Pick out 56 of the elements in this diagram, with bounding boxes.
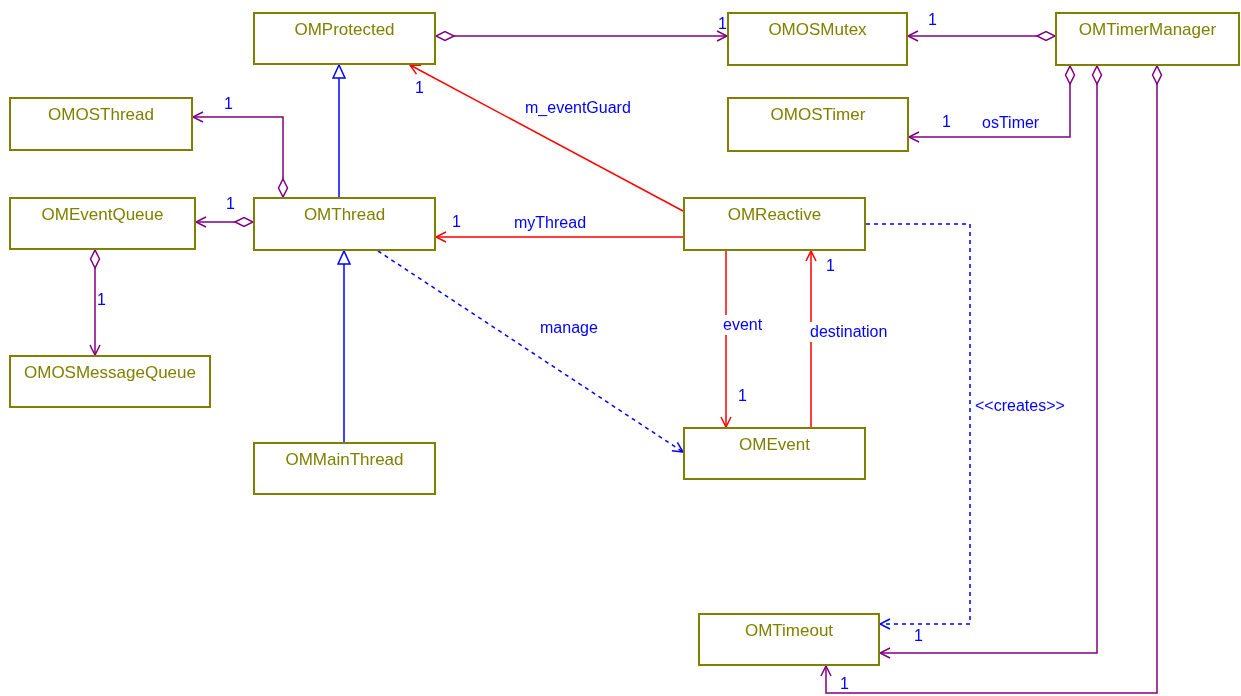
class-box [253, 12, 436, 65]
class-name: OMTimeout [744, 621, 834, 641]
class-box [9, 197, 196, 250]
multiplicity-label: 1 [942, 112, 951, 132]
edge-label: m_eventGuard [524, 98, 632, 118]
multiplicity-label: 1 [97, 290, 106, 310]
dependency-arrow [377, 250, 684, 453]
multiplicity-label: 1 [826, 256, 835, 276]
class-name: OMOSTimer [770, 105, 866, 125]
class-name: OMOSMessageQueue [24, 363, 196, 383]
edge-label: destination [809, 322, 889, 342]
class-name: OMThread [303, 205, 386, 225]
aggregation-arrow [820, 65, 1163, 694]
aggregation-arrow [192, 111, 289, 198]
edge-label: myThread [513, 213, 588, 233]
class-box [698, 613, 880, 666]
multiplicity-label: 1 [840, 674, 849, 694]
class-box [253, 197, 436, 251]
class-box [727, 97, 909, 152]
class-name: OMEventQueue [41, 205, 164, 225]
class-box [683, 197, 866, 251]
aggregation-arrow [435, 30, 728, 42]
class-name: OMProtected [294, 20, 395, 40]
multiplicity-label: 1 [226, 194, 235, 214]
multiplicity-label: 1 [718, 14, 727, 34]
class-box [9, 97, 193, 151]
generalization-arrow [332, 64, 346, 198]
class-box [683, 427, 866, 480]
class-name: OMTimerManager [1078, 20, 1217, 40]
aggregation-arrow [908, 65, 1076, 143]
aggregation-arrow [195, 216, 254, 228]
aggregation-arrow [879, 65, 1103, 659]
generalization-arrow [337, 250, 351, 443]
multiplicity-label: 1 [928, 10, 937, 30]
class-name: OMMainThread [285, 450, 404, 470]
multiplicity-label: 1 [738, 386, 747, 406]
class-name: OMOSThread [48, 105, 154, 125]
class-box [253, 442, 436, 495]
edge-label: event [722, 315, 764, 335]
multiplicity-label: 1 [914, 626, 923, 646]
multiplicity-label: 1 [224, 94, 233, 114]
class-box [727, 12, 908, 66]
aggregation-arrow [89, 249, 101, 356]
association-arrow [805, 250, 817, 428]
aggregation-arrow [907, 30, 1056, 42]
association-arrow [435, 231, 684, 243]
dependency-arrow [865, 223, 971, 630]
class-box [9, 355, 211, 408]
class-box [1055, 12, 1240, 66]
multiplicity-label: 1 [452, 212, 461, 232]
association-arrow [409, 64, 684, 212]
class-name: OMOSMutex [768, 20, 867, 40]
class-name: OMEvent [739, 435, 810, 455]
association-arrow [720, 250, 732, 428]
class-name: OMReactive [727, 205, 822, 225]
multiplicity-label: 1 [415, 78, 424, 98]
